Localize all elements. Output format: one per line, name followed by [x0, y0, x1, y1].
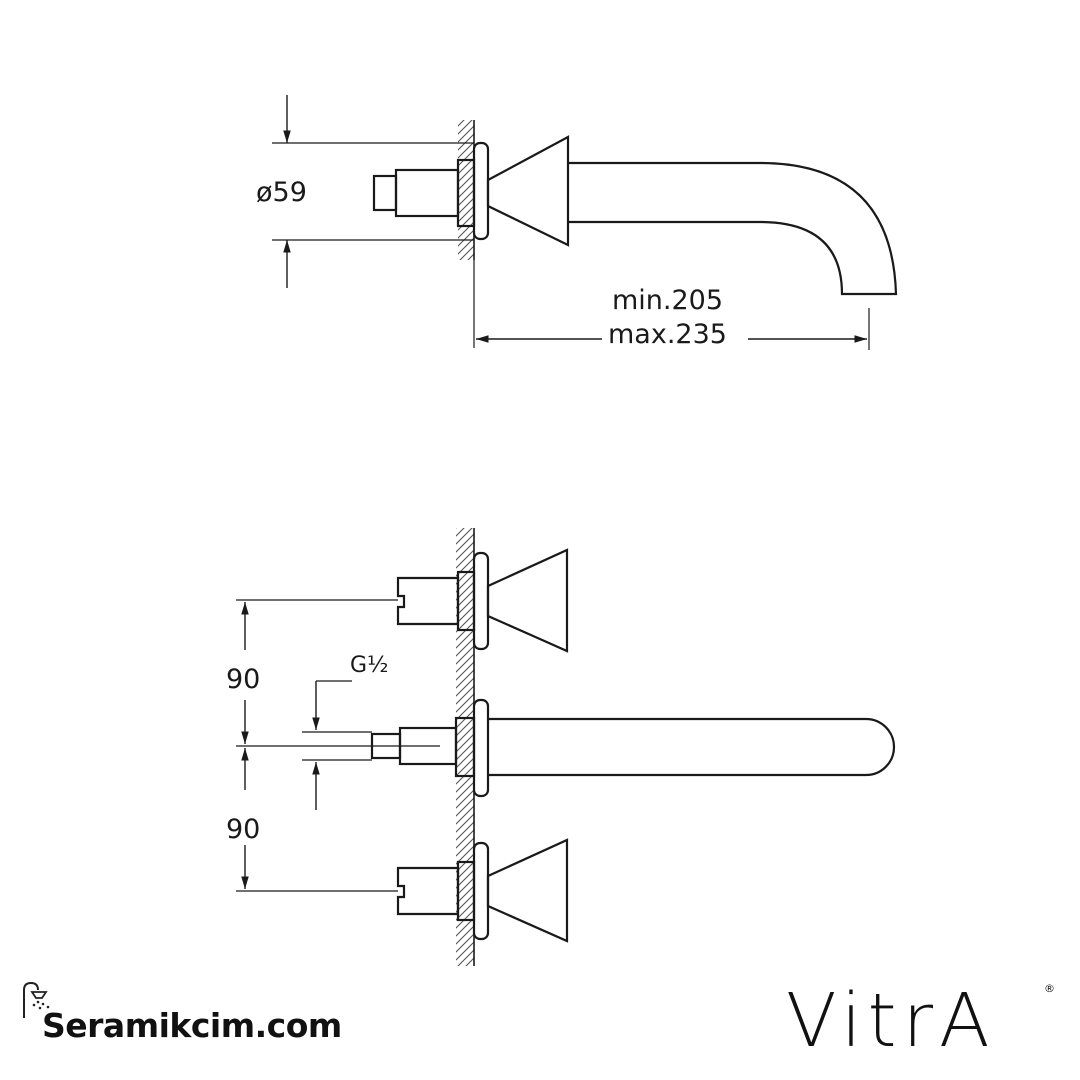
front-view: [236, 528, 896, 966]
seller-name: Seramikcim.com: [42, 1006, 342, 1045]
rear-body: [394, 168, 460, 218]
handle-cone: [486, 135, 570, 247]
upper-valve-stem: [396, 576, 460, 626]
lower-valve-handle: [486, 838, 569, 943]
length-min-label: min.205: [612, 285, 723, 316]
spout-arm: [488, 717, 896, 777]
spout: [568, 161, 898, 296]
spacing-lower-label: 90: [226, 814, 260, 845]
thread-label-fraction: ½: [367, 653, 388, 678]
upper-valve: [396, 548, 569, 653]
wall-hatch: [458, 120, 474, 260]
thread-label: G½: [350, 653, 388, 678]
rear-connector: [372, 174, 398, 212]
spacing-upper-label: 90: [226, 664, 260, 695]
length-max-label: max.235: [608, 319, 727, 350]
spout-escutcheon: [472, 698, 490, 798]
brand-logo: VitrA ®: [786, 978, 1066, 1068]
lower-valve-escutcheon: [472, 841, 490, 941]
upper-valve-escutcheon: [472, 551, 490, 651]
escutcheon: [472, 141, 490, 241]
registered-mark: ®: [1044, 982, 1055, 995]
diameter-label: ø59: [256, 177, 307, 208]
thread-label-main: G: [350, 653, 367, 678]
top-view: [272, 95, 898, 350]
seller-watermark: Seramikcim.com: [20, 980, 420, 1060]
upper-valve-handle: [486, 548, 569, 653]
brand-name: VitrA: [786, 978, 996, 1064]
lower-valve: [396, 838, 569, 943]
lower-valve-stem: [396, 866, 460, 916]
spout-unit: [370, 698, 896, 798]
front-wall-hatch: [456, 528, 474, 966]
shower-head-icon: [23, 981, 50, 1018]
